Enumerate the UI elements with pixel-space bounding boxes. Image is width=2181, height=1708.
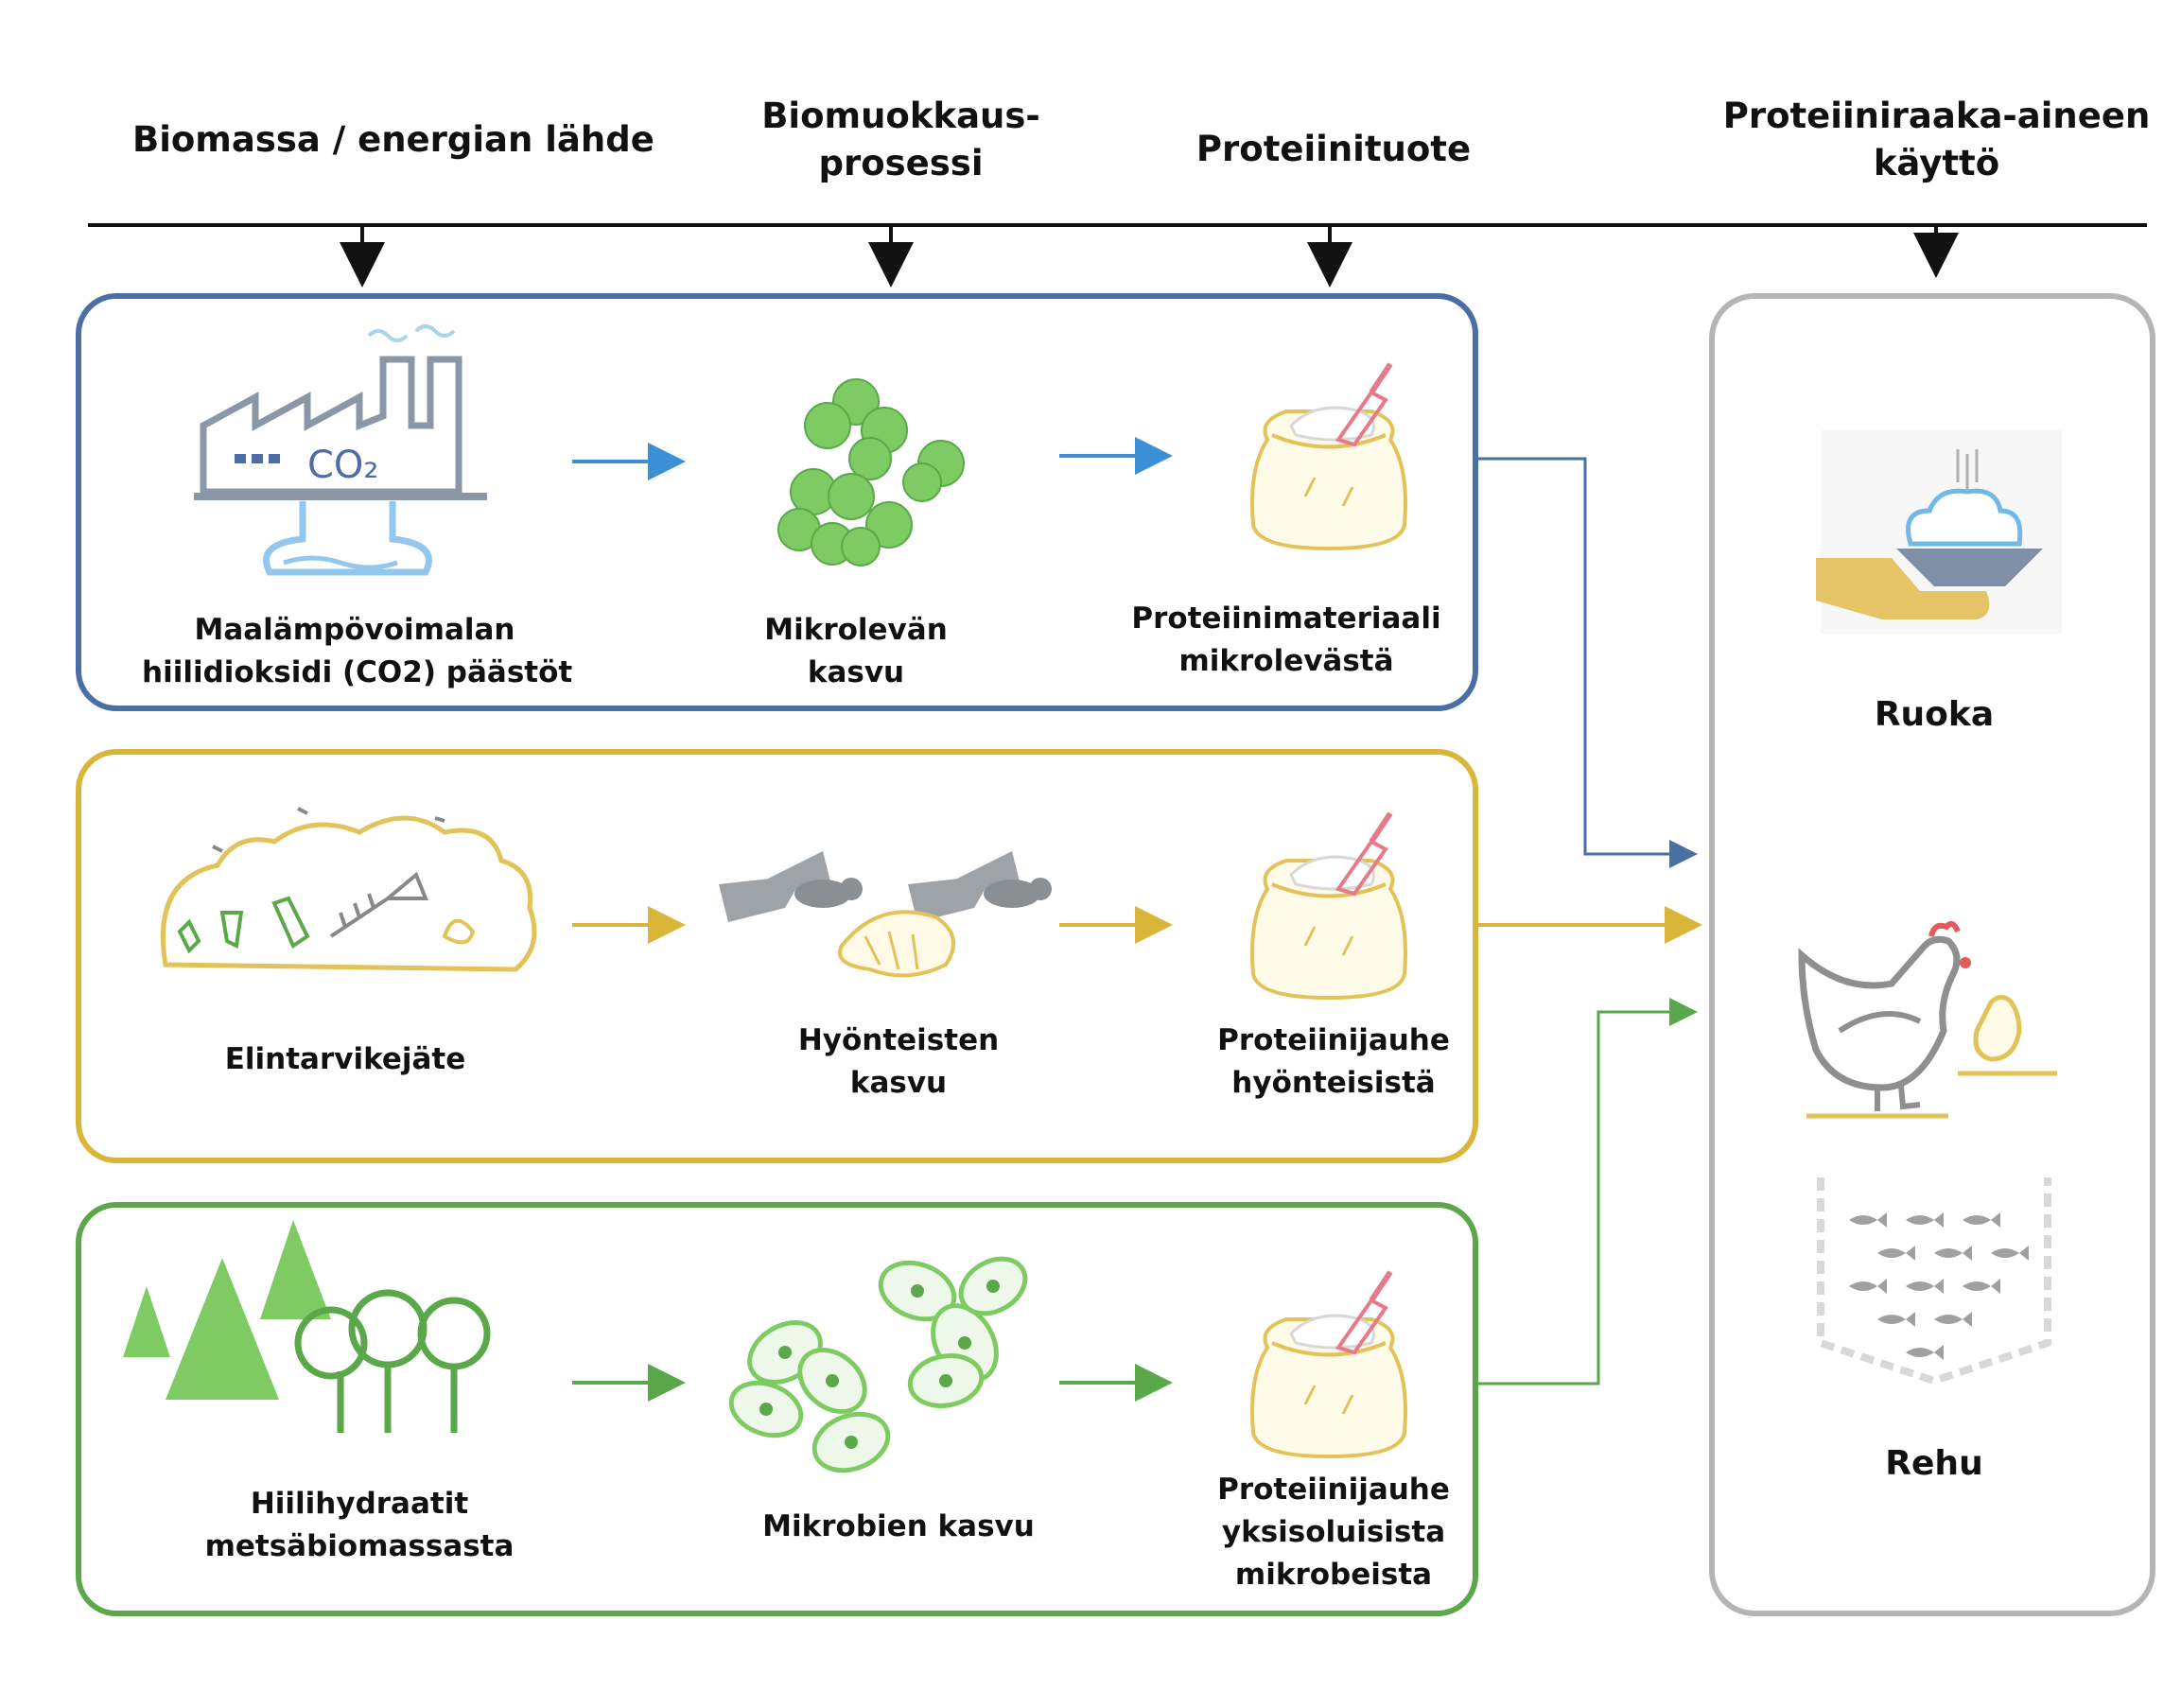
row-panel-microalgae bbox=[76, 293, 1478, 711]
food-bowl-icon bbox=[1816, 430, 2062, 634]
use-panel bbox=[1709, 293, 2155, 1616]
microalgae-icon bbox=[777, 378, 965, 566]
label-feed: Rehu bbox=[1885, 1444, 1983, 1483]
microbe-dots-icon bbox=[759, 1280, 1000, 1449]
forest-icon bbox=[123, 1220, 491, 1433]
row-panel-microbes bbox=[76, 1202, 1478, 1616]
timeline-axis bbox=[88, 223, 2147, 288]
fish-tank-icon bbox=[1817, 1177, 2051, 1386]
header-source: Biomassa / energian lähde bbox=[132, 119, 654, 160]
protein-sack-icon-1 bbox=[1252, 364, 1405, 549]
protein-sack-icon-3 bbox=[1252, 1272, 1405, 1456]
label-food: Ruoka bbox=[1874, 695, 1995, 734]
header-process: Biomuokkaus-prosessi bbox=[761, 96, 1040, 183]
label-insects-source: Elintarvikejäte bbox=[224, 1042, 466, 1076]
row-panel-insects bbox=[76, 749, 1478, 1163]
use-connectors bbox=[1475, 457, 1702, 1386]
insect-icon bbox=[719, 851, 1052, 978]
label-microbes-process: Mikrobien kasvu bbox=[762, 1509, 1035, 1543]
factory-co2-icon: CO₂ bbox=[194, 324, 487, 576]
co2-text: CO₂ bbox=[307, 444, 378, 487]
protein-sack-icon-2 bbox=[1252, 813, 1405, 998]
header-product: Proteiinituote bbox=[1195, 129, 1472, 169]
chicken-icon bbox=[1798, 921, 2057, 1119]
row-arrows bbox=[572, 437, 1173, 1402]
food-waste-icon bbox=[160, 807, 537, 972]
